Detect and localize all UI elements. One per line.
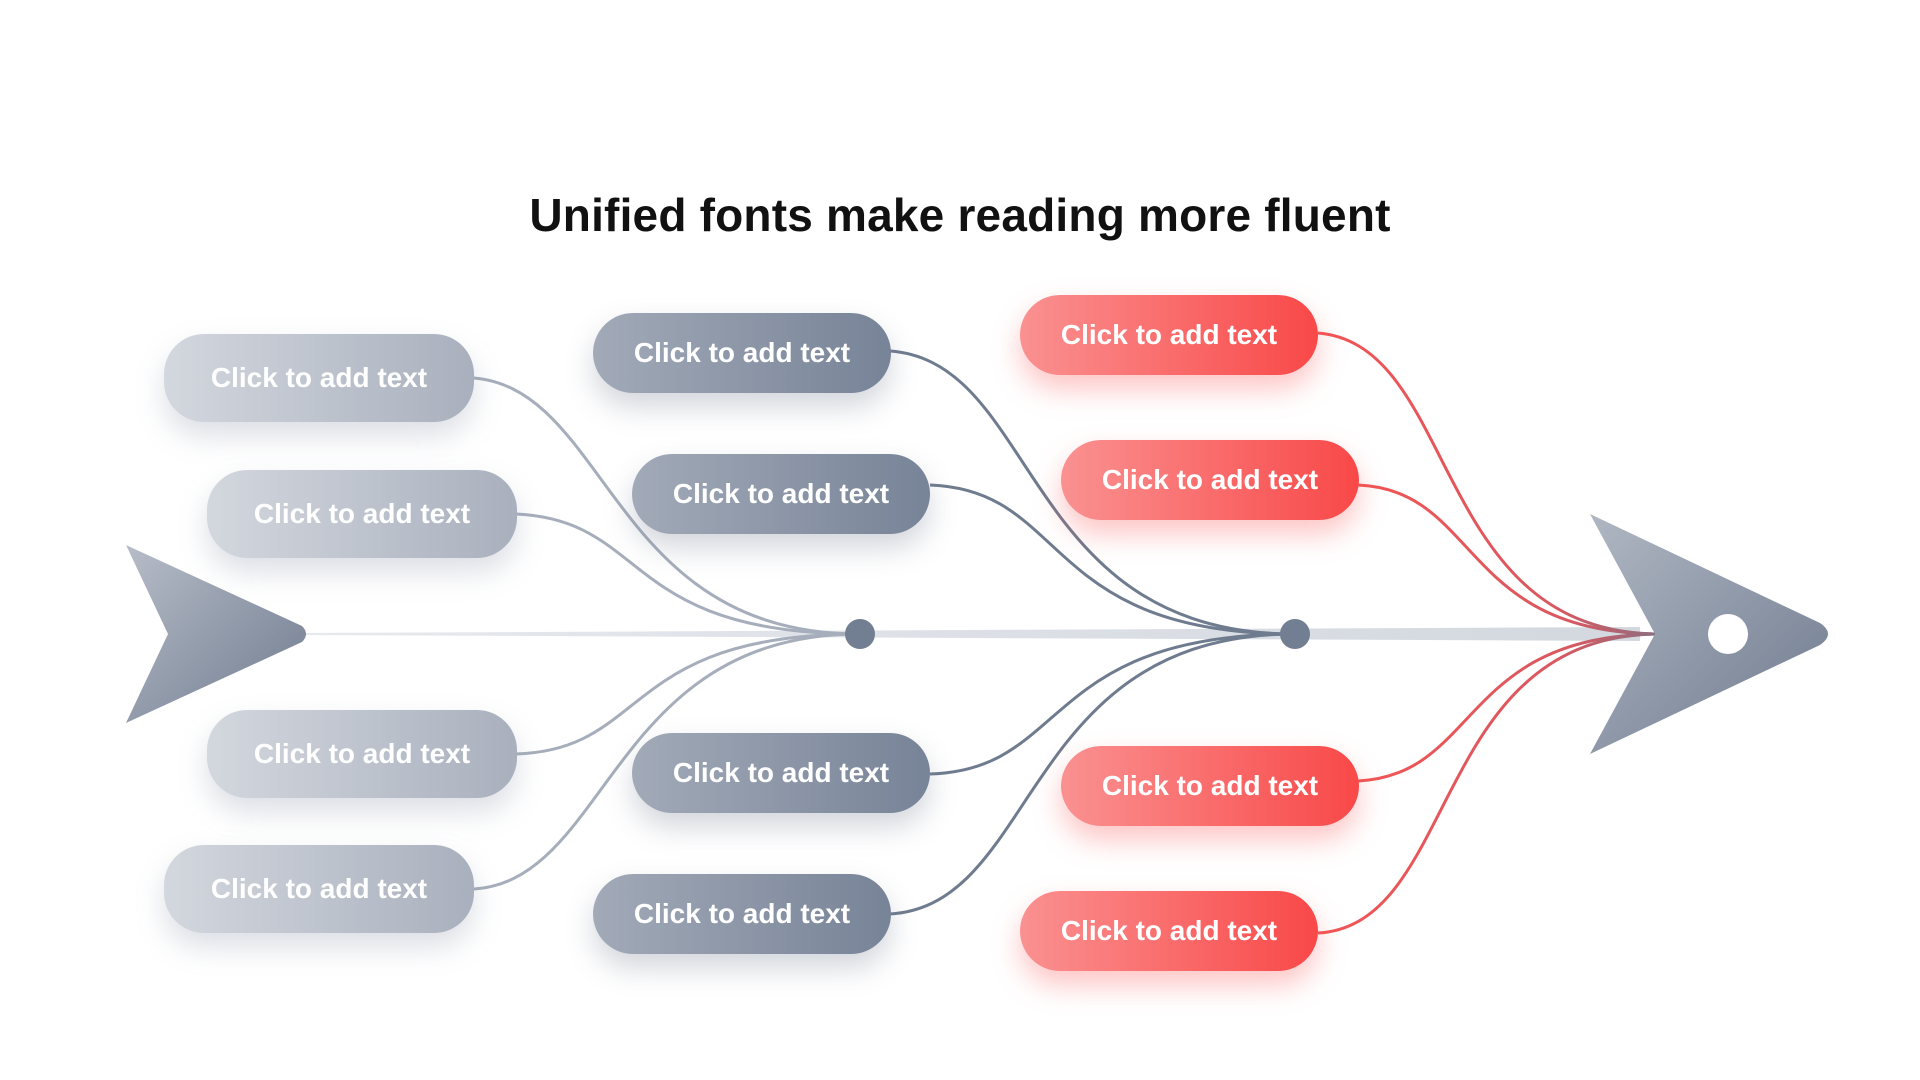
right-pill-3[interactable]: Click to add text [1061,746,1359,826]
middle-pill-1[interactable]: Click to add text [593,313,891,393]
bone-mid-4 [889,632,1296,916]
bone-mid-2 [929,483,1296,636]
bone-right-2 [1357,483,1661,636]
fish-eye-icon [1708,614,1748,654]
tail-arrow-icon [126,545,306,723]
bone-right-1 [1317,331,1661,636]
left-pill-3[interactable]: Click to add text [207,710,517,798]
right-bones [1317,331,1661,935]
junction-node-1 [845,619,875,649]
junction-node-2 [1280,619,1310,649]
bone-right-3 [1357,632,1661,783]
bone-left-4 [473,632,861,891]
right-pill-1[interactable]: Click to add text [1020,295,1318,375]
bone-left-1 [473,376,861,636]
middle-bones [889,349,1296,916]
left-bones [473,376,861,891]
bone-right-4 [1317,632,1661,935]
bone-mid-3 [929,632,1296,776]
left-pill-1[interactable]: Click to add text [164,334,474,422]
left-pill-4[interactable]: Click to add text [164,845,474,933]
bone-left-3 [515,632,861,756]
page-title: Unified fonts make reading more fluent [529,189,1391,241]
right-pill-2[interactable]: Click to add text [1061,440,1359,520]
spine [300,627,1640,641]
bone-mid-1 [889,349,1296,636]
middle-pill-4[interactable]: Click to add text [593,874,891,954]
middle-pill-2[interactable]: Click to add text [632,454,930,534]
right-pill-4[interactable]: Click to add text [1020,891,1318,971]
left-pill-2[interactable]: Click to add text [207,470,517,558]
bone-left-2 [515,512,861,636]
middle-pill-3[interactable]: Click to add text [632,733,930,813]
